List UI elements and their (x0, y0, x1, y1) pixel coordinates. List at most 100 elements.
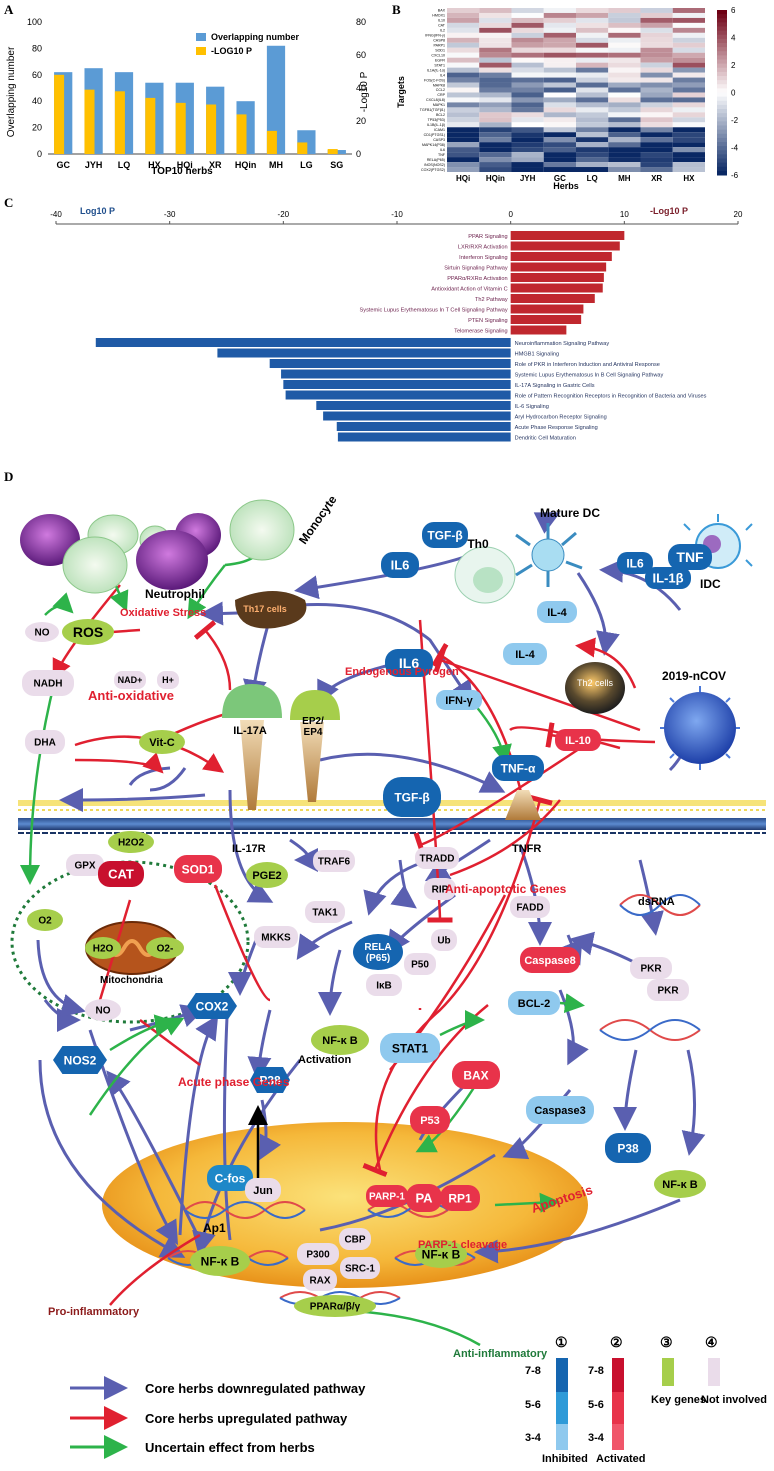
heatmap-cell (511, 142, 544, 148)
cells: Neutrophil Monocyte Th17 cells Th0 Matur… (20, 493, 753, 770)
bar-down (285, 390, 511, 400)
bar-up-label: LXR/RXR Activation (458, 245, 508, 251)
node-p50: P50 (404, 953, 436, 975)
node-label-cat: CAT (108, 867, 134, 882)
heatmap-cell (672, 67, 705, 73)
node-label-rp1: RP1 (448, 1191, 472, 1205)
heatmap-cell (672, 122, 705, 128)
heatmap-cell (672, 42, 705, 48)
node-label-p50: P50 (411, 960, 429, 971)
heatmap-cell (576, 102, 609, 108)
heatmap-cell (640, 17, 673, 23)
heatmap-cell (479, 147, 512, 153)
heatmap-cell (608, 22, 641, 28)
bar-logp (145, 97, 156, 154)
heatmap-row-label: CXCL10 (431, 53, 445, 57)
heatmap-cell (479, 77, 512, 83)
heatmap-cell (511, 37, 544, 43)
node-nfkb_n1: NF-κ B (190, 1246, 250, 1276)
oxidative-stress-label: Oxidative Stress (120, 607, 206, 619)
bar-down-label: Dendritic Cell Maturation (515, 436, 576, 442)
heatmap-cell (640, 132, 673, 138)
node-label-nad: NAD+ (118, 675, 143, 685)
bar-logp (84, 89, 95, 154)
heatmap-cell (511, 147, 544, 153)
heatmap-cell (479, 62, 512, 68)
chart-a-ytick: 80 (32, 43, 42, 53)
legend-swatch-logp (196, 47, 206, 55)
node-label-ifng: IFN-γ (445, 695, 473, 707)
heatmap-cell (672, 37, 705, 43)
th17-label: Th17 cells (243, 604, 287, 614)
colorbar-step (717, 129, 727, 135)
colorbar-step (717, 162, 727, 168)
heatmap-cell (640, 162, 673, 168)
virus-particle (664, 692, 736, 764)
node-label-il6_mid: IL6 (399, 655, 419, 671)
colorbar-step (717, 14, 727, 19)
heatmap-cell (447, 142, 480, 148)
chart-c-right-label: -Log10 P (650, 206, 688, 216)
node-label-h2o2: H2O2 (118, 838, 145, 849)
node-src1: SRC-1 (340, 1257, 380, 1279)
bar-up (510, 262, 607, 272)
heatmap-cell (576, 52, 609, 58)
bar-up (510, 283, 603, 293)
heatmap-cell (543, 102, 576, 108)
colorbar-step (717, 47, 727, 52)
heatmap-cell (447, 82, 480, 88)
heatmap-cell (576, 82, 609, 88)
chart-a-y2tick: 20 (356, 116, 366, 126)
colorbar-step (717, 18, 727, 23)
chart-a-xtick: HX (148, 160, 161, 170)
node-il6_top: IL6 (381, 552, 419, 578)
heatmap-cell (511, 67, 544, 73)
heatmap-row-label: IL2 (440, 29, 445, 33)
chart-a-y2tick: 60 (356, 50, 366, 60)
colorbar-tick: -4 (731, 144, 739, 153)
node-label-p38a: P38 (259, 1073, 281, 1087)
bar-down (316, 401, 511, 410)
heatmap-cell (447, 162, 480, 168)
il17r-label: IL-17R (232, 843, 266, 855)
colorbar-step (717, 67, 727, 73)
node-label-o2: O2 (38, 916, 52, 927)
heatmap-cell (447, 87, 480, 93)
heatmap-cell (672, 107, 705, 113)
heatmap-col-label: GC (554, 174, 566, 183)
node-stat1: STAT1 (380, 1033, 440, 1063)
bar-up-label: Interferon Signaling (459, 255, 508, 261)
heatmap-row-label: IL10 (438, 19, 445, 23)
chart-c-xtick: -20 (278, 210, 290, 219)
heatmap-cell (479, 117, 512, 123)
bar-up-label: Antioxidant Action of Vitamin C (431, 287, 507, 293)
heatmap-cell (511, 157, 544, 163)
heatmap-cell (608, 117, 641, 123)
heatmap-cell (576, 152, 609, 158)
heatmap-cell (576, 167, 609, 172)
node-label-mkks: MKKS (261, 933, 291, 944)
heatmap-cell (640, 112, 673, 118)
heatmap-cell (608, 152, 641, 158)
chart-a-ytick: 20 (32, 123, 42, 133)
node-label-cbp: CBP (344, 1235, 365, 1246)
heatmap-cell (576, 157, 609, 163)
node-label-h2o: H2O (93, 944, 114, 955)
node-label-ep24: EP2/ (302, 716, 324, 727)
heatmap-cell (608, 47, 641, 53)
legend-overlap: Overlapping number (211, 32, 300, 42)
node-nadh: NADH (22, 670, 74, 696)
bar-up (510, 231, 625, 240)
node-nad: NAD+ (114, 671, 146, 689)
node-sod1: SOD1 (174, 855, 222, 883)
heatmap-cell (576, 117, 609, 123)
heatmap-cell (640, 152, 673, 158)
node-cat: CAT (98, 861, 144, 887)
colorbar-step (717, 150, 727, 155)
node-label-nfkb_act: NF-κ B (322, 1035, 358, 1047)
bar-logp (327, 149, 338, 154)
heatmap-cell (640, 122, 673, 128)
colorbar-step (717, 104, 727, 110)
